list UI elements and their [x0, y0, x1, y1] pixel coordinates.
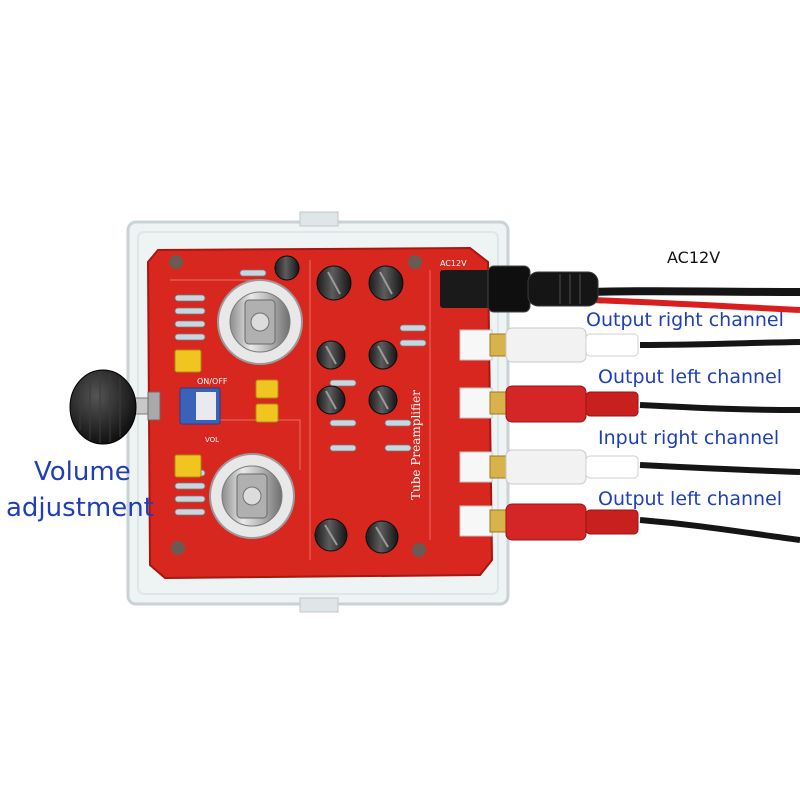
board-title: Tube Preamplifier — [409, 390, 423, 500]
volume-knob[interactable] — [69, 369, 161, 445]
volume-adjustment-label-line2: adjustment — [6, 493, 154, 523]
power-switch[interactable] — [179, 387, 221, 425]
output-left-channel-label-2: Output left channel — [598, 488, 783, 510]
cables — [589, 287, 800, 543]
output-right-channel-label: Output right channel — [586, 309, 784, 331]
rca-plug-input-right[interactable] — [459, 449, 639, 485]
input-right-channel-label: Input right channel — [598, 427, 780, 449]
vol-label: VOL — [205, 436, 219, 444]
board-power-label: AC12V — [440, 259, 467, 268]
rca-plug-input-left[interactable] — [459, 503, 639, 541]
switch-label: ON/OFF — [197, 377, 228, 386]
vacuum-tube-lower — [209, 453, 295, 539]
power-jack[interactable] — [440, 265, 599, 313]
film-capacitors — [174, 349, 279, 478]
output-left-channel-label: Output left channel — [598, 366, 783, 388]
ac12v-label: AC12V — [667, 248, 721, 267]
volume-adjustment-label-line1: Volume — [34, 457, 131, 487]
capacitors — [274, 255, 404, 554]
resistors — [174, 269, 427, 516]
rca-plug-output-right[interactable] — [459, 327, 639, 363]
rca-plug-output-left[interactable] — [459, 385, 639, 423]
vacuum-tube-upper — [217, 279, 303, 365]
